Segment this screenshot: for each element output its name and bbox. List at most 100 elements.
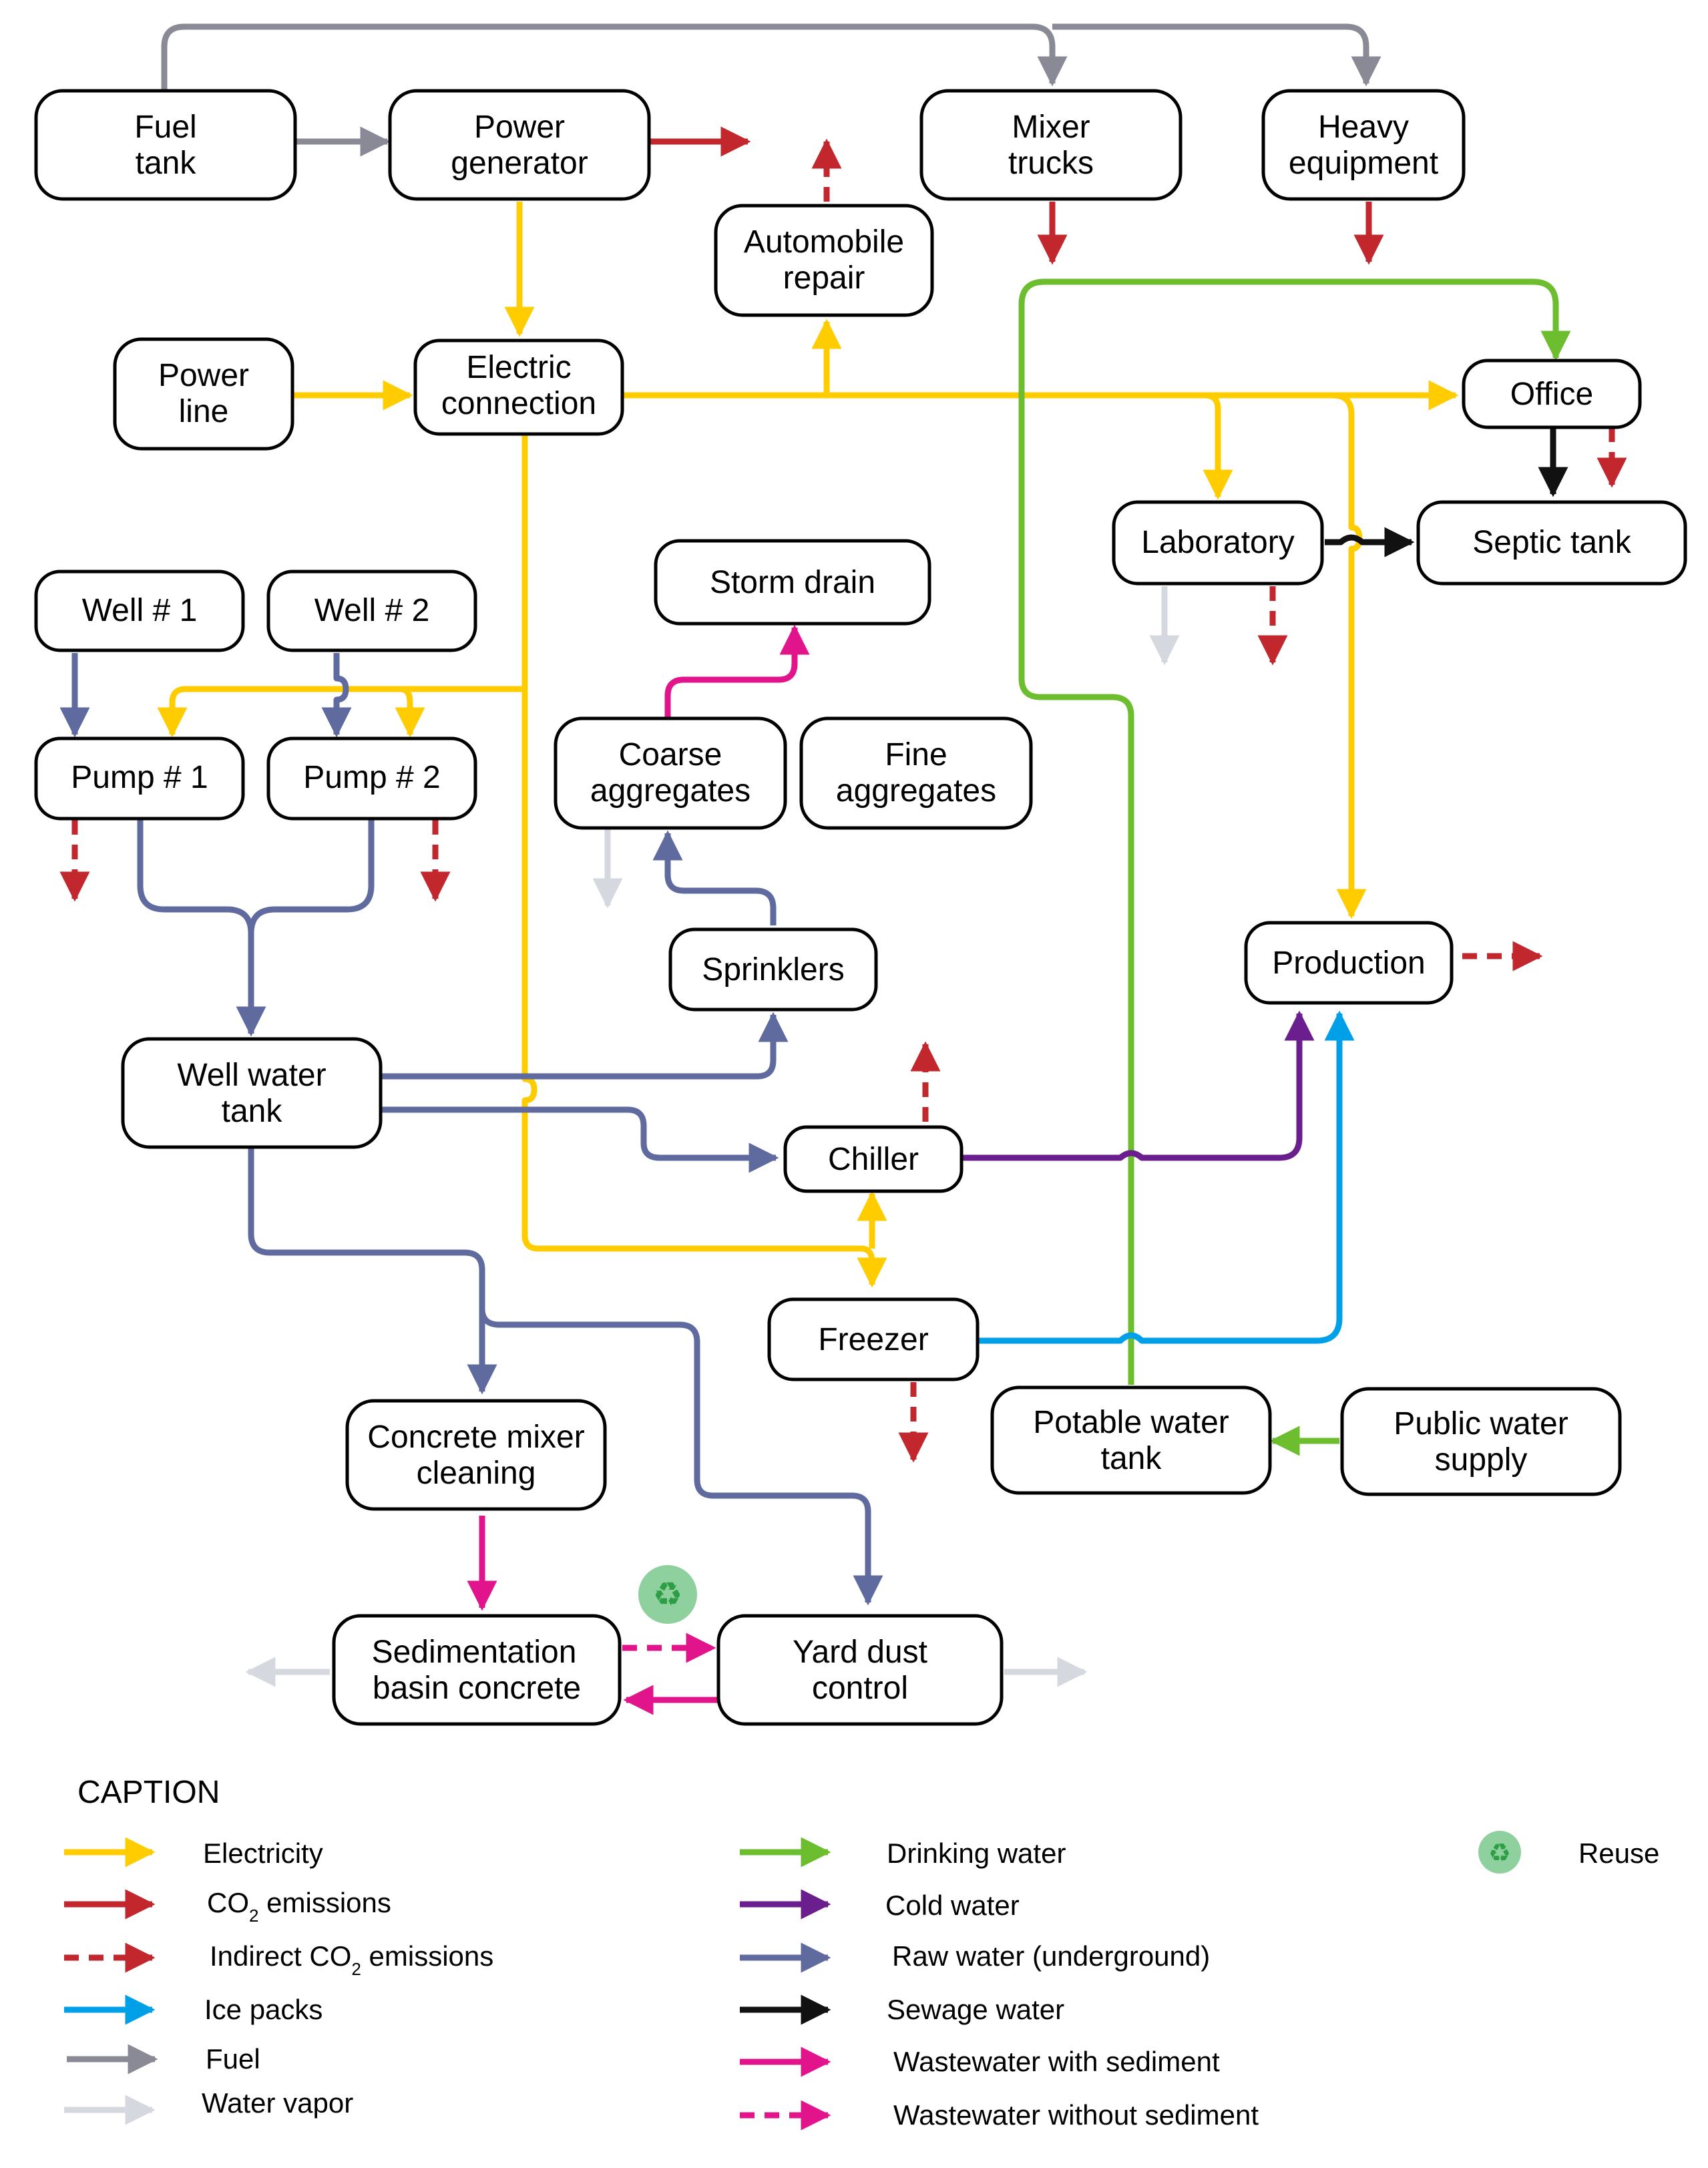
node-storm-drain: Storm drain <box>654 539 931 626</box>
svg-text:line: line <box>179 394 229 429</box>
legend-item-indirect-co2-emissions: Indirect CO2 emissions <box>64 1940 493 1979</box>
node-septic-tank: Septic tank <box>1416 500 1687 586</box>
svg-text:tank: tank <box>1101 1441 1162 1476</box>
legend-item-sewage-water: Sewage water <box>740 1994 1064 2025</box>
node-power-line: Power line <box>113 337 294 451</box>
node-sprinklers: Sprinklers <box>668 927 878 1012</box>
recycle-icon: ♻ <box>638 1565 697 1624</box>
svg-text:Public water: Public water <box>1394 1406 1568 1442</box>
node-yard-dust-control: Yard dust control <box>716 1614 1004 1726</box>
svg-text:Coarse: Coarse <box>619 737 722 773</box>
node-well-1: Well # 1 <box>34 570 245 652</box>
legend-item-fuel: Fuel <box>67 2043 260 2075</box>
svg-text:Concrete mixer: Concrete mixer <box>367 1420 584 1455</box>
node-sedimentation-basin-concrete: Sedimentation basin concrete <box>332 1614 622 1726</box>
edge-well-tank-to-chiller <box>381 1106 779 1173</box>
svg-text:Ice packs: Ice packs <box>204 1994 323 2025</box>
svg-text:Sprinklers: Sprinklers <box>702 952 844 988</box>
svg-text:Heavy: Heavy <box>1318 110 1409 145</box>
legend-item-wastewater-with-sediment: Wastewater with sediment <box>740 2046 1220 2077</box>
node-well-water-tank: Well water tank <box>121 1037 383 1149</box>
svg-text:cleaning: cleaning <box>417 1456 536 1491</box>
svg-text:Water vapor: Water vapor <box>202 2087 353 2119</box>
svg-text:Automobile: Automobile <box>744 224 904 260</box>
node-office: Office <box>1462 359 1642 429</box>
edge-sprinklers-to-coarse-aggregates <box>652 830 777 925</box>
svg-text:equipment: equipment <box>1289 146 1438 181</box>
svg-text:Power: Power <box>158 358 249 393</box>
legend-item-co2-emissions: CO2 emissions <box>64 1887 391 1926</box>
edge-pumps-to-well-water-tank <box>137 820 266 1037</box>
node-potable-water-tank: Potable water tank <box>990 1385 1272 1495</box>
svg-text:Production: Production <box>1272 945 1425 981</box>
svg-text:aggregates: aggregates <box>836 773 996 809</box>
edge-laboratory-to-septic-tank <box>1325 527 1415 558</box>
svg-text:Freezer: Freezer <box>818 1322 928 1357</box>
node-heavy-equipment: Heavy equipment <box>1261 89 1466 201</box>
edge-electric-to-pump1 <box>157 686 525 738</box>
svg-text:tank: tank <box>136 146 197 181</box>
svg-text:Raw water (underground): Raw water (underground) <box>892 1940 1210 1972</box>
svg-text:Potable water: Potable water <box>1033 1405 1229 1440</box>
svg-text:CO2 emissions: CO2 emissions <box>207 1887 391 1926</box>
legend-item-cold-water: Cold water <box>740 1889 1020 1921</box>
node-freezer: Freezer <box>767 1297 980 1381</box>
recycle-icon: ♻ <box>1478 1831 1521 1874</box>
edge-electric-to-pump2 <box>395 686 425 738</box>
svg-text:Electricity: Electricity <box>203 1837 323 1869</box>
edge-fuel-to-mixer-trucks <box>161 23 1068 91</box>
svg-text:Office: Office <box>1510 377 1594 412</box>
svg-text:Drinking water: Drinking water <box>887 1837 1066 1869</box>
legend-item-wastewater-without-sediment: Wastewater without sediment <box>740 2099 1259 2131</box>
legend-item-ice-packs: Ice packs <box>64 1994 323 2025</box>
svg-text:Well # 1: Well # 1 <box>82 593 198 628</box>
legend-item-reuse: ♻ Reuse <box>1478 1831 1659 1874</box>
legend-item-drinking-water: Drinking water <box>740 1837 1066 1869</box>
node-chiller: Chiller <box>783 1125 964 1193</box>
svg-text:Chiller: Chiller <box>828 1142 919 1177</box>
edge-pump2-merge <box>248 820 375 934</box>
svg-text:aggregates: aggregates <box>590 773 751 809</box>
svg-text:Wastewater without sediment: Wastewater without sediment <box>893 2099 1259 2131</box>
svg-text:Storm drain: Storm drain <box>710 565 875 600</box>
svg-text:repair: repair <box>783 260 865 296</box>
svg-text:Mixer: Mixer <box>1012 110 1090 145</box>
svg-text:trucks: trucks <box>1008 146 1094 181</box>
edge-well-tank-to-sprinklers <box>381 1012 789 1080</box>
svg-text:Yard dust: Yard dust <box>793 1635 927 1670</box>
svg-text:connection: connection <box>441 386 596 421</box>
svg-text:Sedimentation: Sedimentation <box>372 1635 577 1670</box>
edge-chiller-to-production <box>962 1010 1315 1161</box>
node-public-water-supply: Public water supply <box>1340 1387 1622 1496</box>
svg-text:Pump # 2: Pump # 2 <box>303 760 440 795</box>
legend-item-electricity: Electricity <box>64 1837 323 1869</box>
node-automobile-repair: Automobile repair <box>714 204 934 317</box>
svg-text:Indirect CO2 emissions: Indirect CO2 emissions <box>210 1940 493 1979</box>
svg-text:Wastewater with sediment: Wastewater with sediment <box>893 2046 1220 2077</box>
svg-text:Cold water: Cold water <box>885 1890 1020 1921</box>
node-well-2: Well # 2 <box>266 570 477 652</box>
legend-title: CAPTION <box>77 1775 220 1810</box>
node-laboratory: Laboratory <box>1112 500 1324 586</box>
svg-text:Power: Power <box>474 110 565 145</box>
edge-electric-to-production <box>1332 392 1367 919</box>
svg-text:generator: generator <box>451 146 588 181</box>
node-power-generator: Power generator <box>388 89 651 201</box>
edge-freezer-to-production <box>978 1010 1355 1344</box>
svg-text:Well water: Well water <box>177 1058 326 1093</box>
svg-text:tank: tank <box>222 1094 283 1129</box>
edge-well2-to-pump2 <box>321 653 352 738</box>
svg-text:Well # 2: Well # 2 <box>314 593 430 628</box>
edge-electric-to-laboratory <box>1203 392 1233 500</box>
legend-item-water-vapor: Water vapor <box>64 2087 353 2125</box>
edge-well-tank-to-yard-dust-control <box>479 1308 883 1606</box>
node-pump-2: Pump # 2 <box>266 736 477 821</box>
node-electric-connection: Electric connection <box>413 339 624 436</box>
svg-text:control: control <box>812 1671 908 1706</box>
edge-well-tank-to-concrete-mixer-cleaning <box>248 1147 497 1395</box>
svg-text:Fuel: Fuel <box>134 110 196 145</box>
svg-text:Electric: Electric <box>466 350 571 385</box>
svg-text:Pump # 1: Pump # 1 <box>71 760 208 795</box>
node-concrete-mixer-cleaning: Concrete mixer cleaning <box>345 1399 607 1511</box>
